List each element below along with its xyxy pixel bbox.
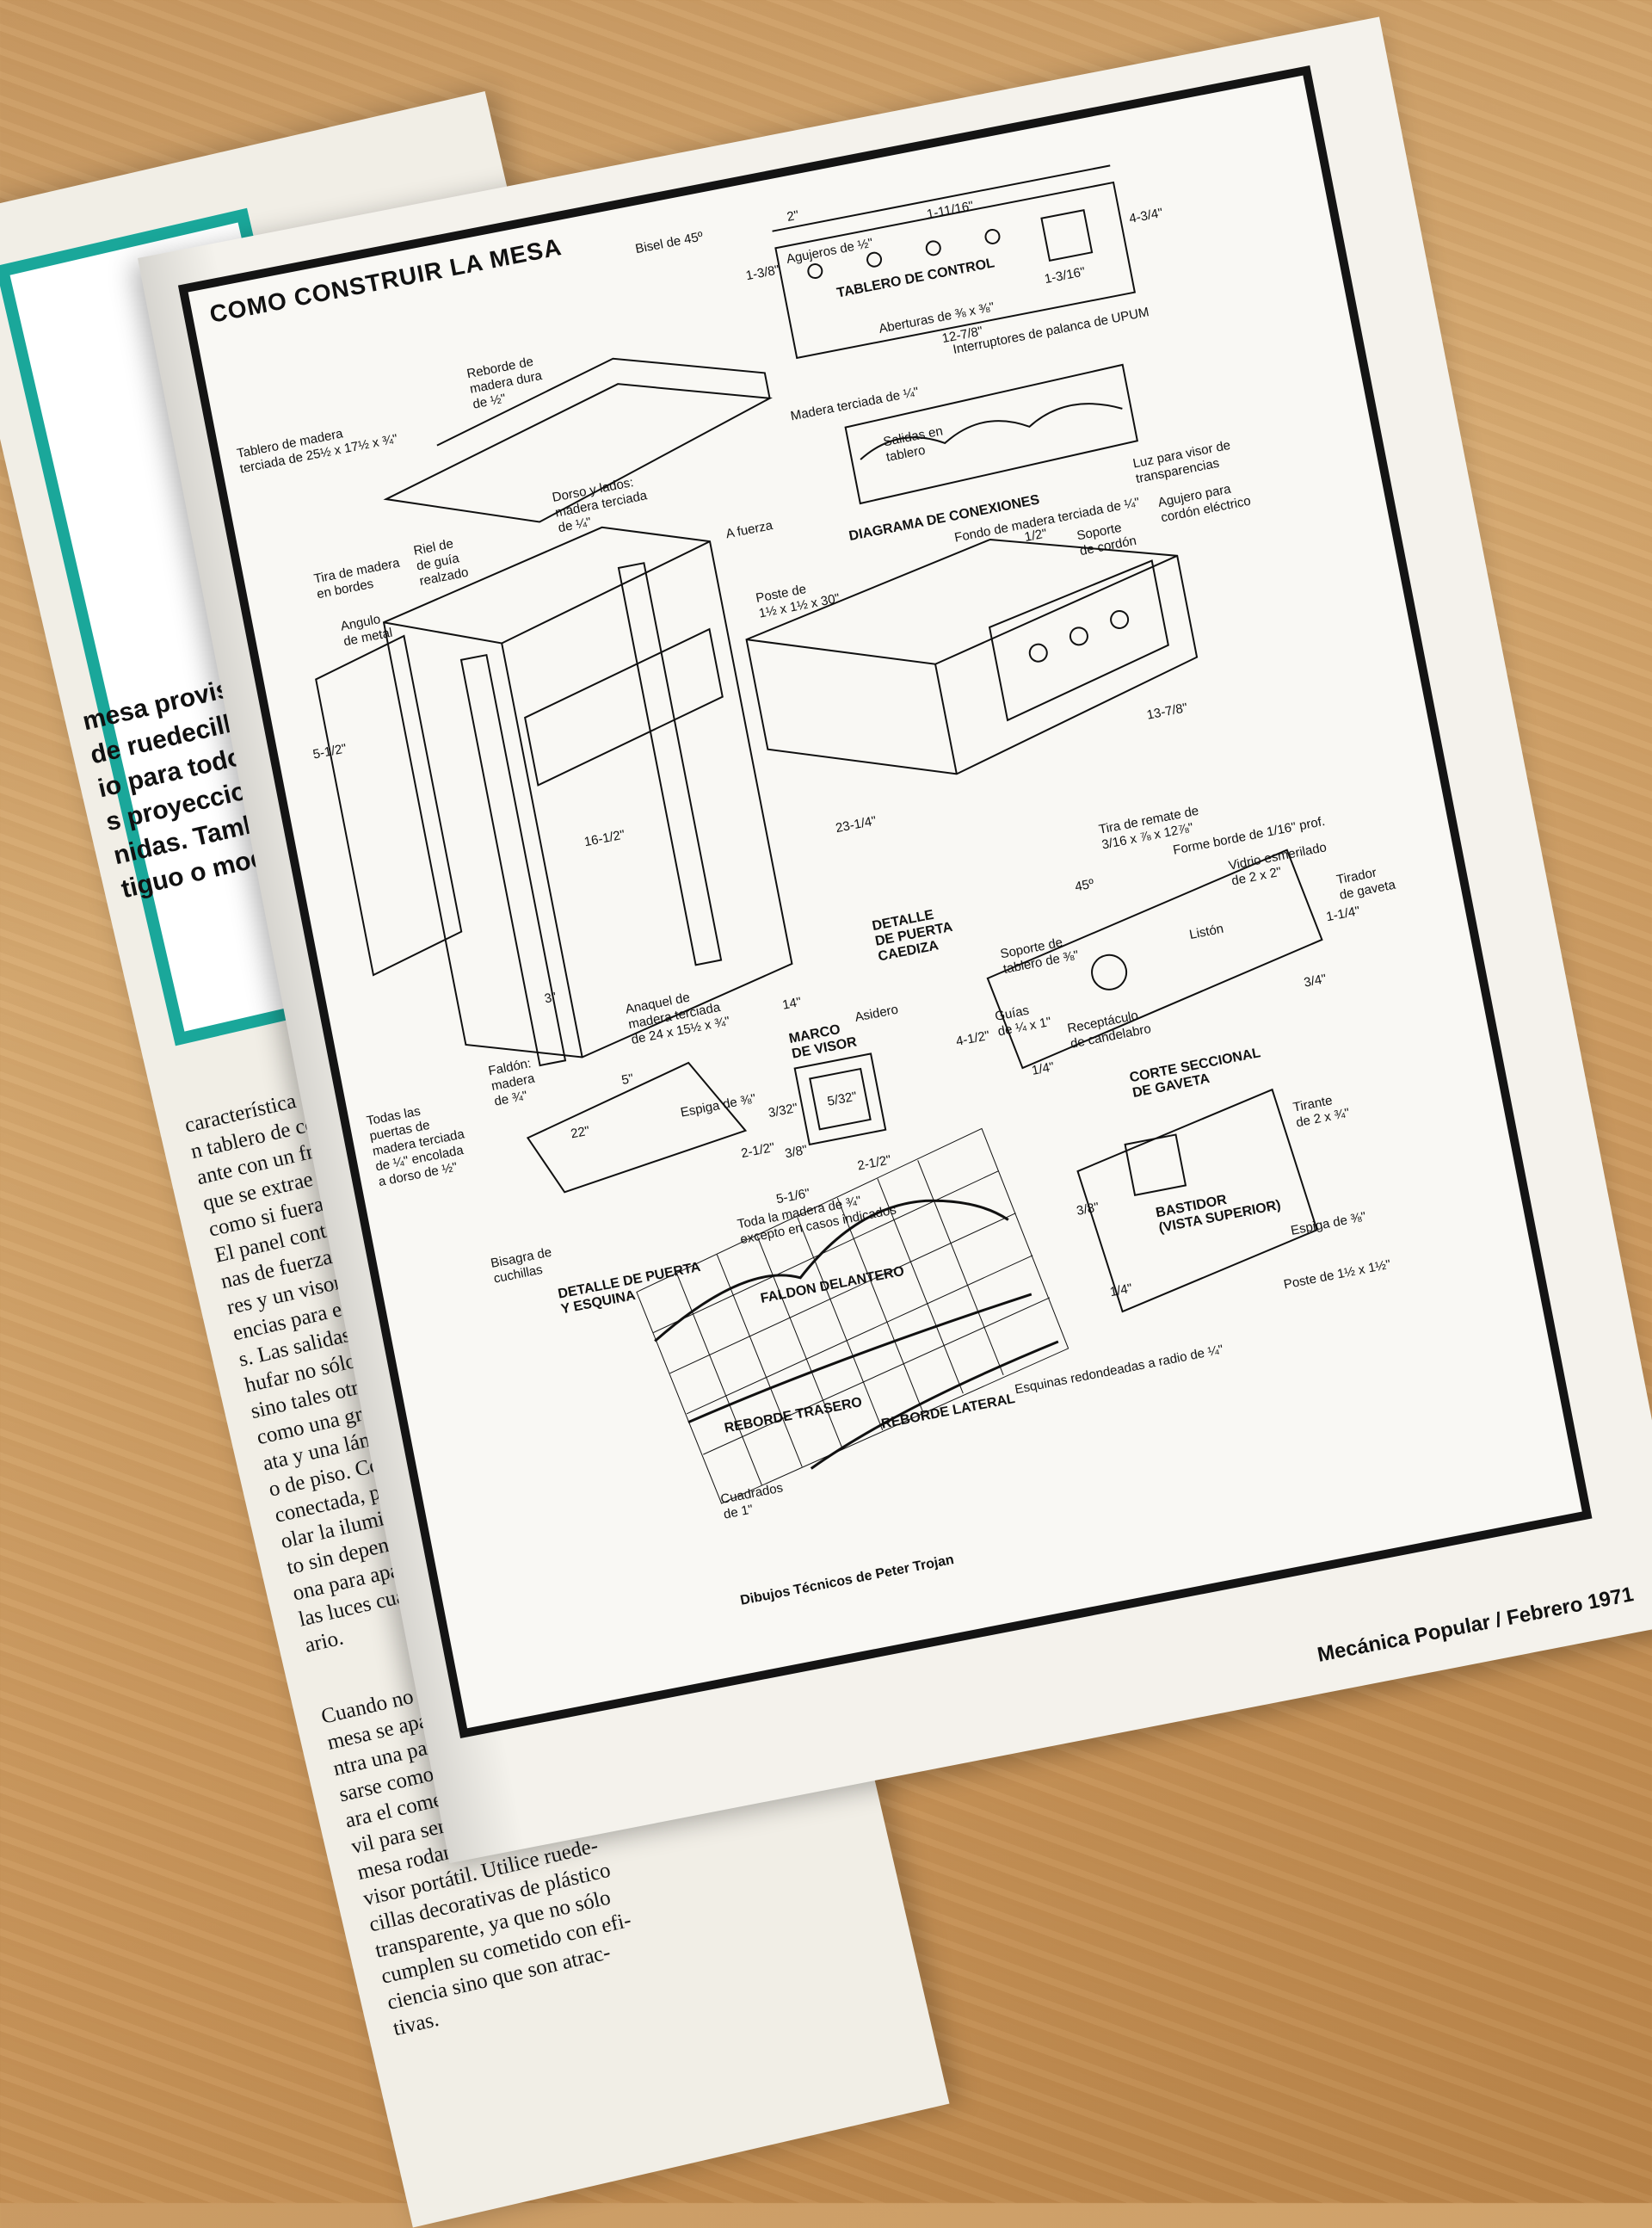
dimension-text: 5-1/2" [311, 741, 348, 762]
dimension-text: 1-11/16" [926, 199, 975, 222]
dimension-text: 4-3/4" [1128, 206, 1164, 226]
dimension-text: 1/2" [1023, 526, 1048, 545]
dimension-text: 5/32" [826, 1089, 858, 1109]
page-title: COMO CONSTRUIR LA MESA [207, 233, 564, 328]
wiring-diagram-drawing [844, 363, 1139, 505]
knob-drawing [1110, 609, 1130, 629]
right-magazine-page: COMO CONSTRUIR LA MESA Bisel de 45º Tabl… [138, 16, 1652, 1864]
drawer-drawing [745, 538, 1199, 775]
dimension-text: 13-7/8" [1145, 700, 1188, 723]
rear-rim-curve [687, 1293, 1032, 1424]
dimension-text: 3/8" [784, 1143, 809, 1162]
socket-drawing [1091, 954, 1128, 991]
post-drawing [459, 653, 567, 1067]
tray-rim-drawing [436, 357, 771, 447]
post-drawing [617, 562, 723, 966]
drawer-slot-drawing [524, 627, 724, 787]
dimension-text: 2-1/2" [856, 1152, 892, 1173]
dimension-line [772, 164, 1111, 232]
front-skirt-label: FALDON DELANTERO [759, 1264, 905, 1306]
handle-label: Asidero [854, 1003, 899, 1025]
side-rim-label: REBORDE LATERAL [880, 1392, 1016, 1432]
dimension-text: 22" [570, 1124, 591, 1142]
door-corner-detail [526, 1061, 748, 1194]
corners-note: Esquinas redondeadas a radio de ¼" [1014, 1342, 1224, 1398]
dimension-text: 14" [781, 995, 803, 1013]
dimension-text: 45º [1074, 876, 1096, 894]
hole-drawing [984, 228, 1001, 244]
dimension-text: 16-1/2" [583, 827, 626, 849]
drawer-section-drawing [986, 849, 1323, 1070]
drawing-credit: Dibujos Técnicos de Peter Trojan [739, 1552, 955, 1608]
rear-rim-label: REBORDE TRASERO [723, 1395, 863, 1436]
dimension-text: 5" [620, 1071, 635, 1088]
control-board-drawing [774, 181, 1137, 360]
wire-path [860, 403, 1123, 460]
dimension-text: 2" [786, 208, 800, 225]
dimension-text: 1-1/4" [1325, 904, 1361, 924]
pattern-grid [636, 1127, 1069, 1504]
side-rim-curve [810, 1340, 1059, 1470]
knob-drawing [1028, 643, 1048, 663]
drawer-panel-drawing [988, 559, 1169, 722]
drawing-frame: COMO CONSTRUIR LA MESA Bisel de 45º Tabl… [177, 65, 1593, 1739]
power-label: A fuerza [724, 518, 774, 541]
plywood-label: Madera terciada de ¼" [789, 385, 920, 424]
squares-label: de 1" [723, 1502, 755, 1521]
dimension-text: 1/4" [1031, 1059, 1056, 1078]
hole-drawing [866, 251, 883, 268]
viewer-frame-inner [809, 1067, 872, 1131]
dimension-text: 3" [543, 990, 558, 1006]
cabinet-drawing [382, 526, 793, 1058]
open-door-drawing [315, 634, 463, 977]
faldon-pattern-curve [654, 1199, 1009, 1342]
dimension-text: 3/4" [1303, 972, 1328, 991]
technical-drawing: COMO CONSTRUIR LA MESA Bisel de 45º Tabl… [207, 164, 1397, 1608]
dimension-text: 4-1/2" [955, 1028, 991, 1049]
control-board-label: TABLERO DE CONTROL [835, 256, 996, 300]
drawer-corner-edge [934, 663, 958, 775]
lath-label: Listón [1188, 922, 1225, 942]
dowel-label: Espiga de ⅜" [680, 1091, 757, 1120]
dimension-text: 23-1/4" [835, 813, 878, 836]
dimension-text: 1-3/16" [1043, 264, 1086, 287]
post-label-2: Poste de 1½ x 1½" [1283, 1257, 1392, 1293]
frame-top-view [1076, 1088, 1318, 1313]
viewer-frame-detail [793, 1052, 887, 1146]
dowel-label-2: Espiga de ⅜" [1290, 1209, 1367, 1238]
dimension-text: 3/8" [1076, 1200, 1100, 1219]
dimension-text: 2-1/2" [740, 1140, 776, 1161]
hole-drawing [925, 240, 941, 256]
viewer-window-drawing [1040, 208, 1094, 262]
hole-drawing [807, 263, 823, 280]
frame-joint [1124, 1133, 1187, 1197]
dimension-text: 1/4" [1108, 1281, 1133, 1300]
holes-label: Agujeros de ½" [786, 236, 874, 267]
knob-drawing [1069, 626, 1088, 646]
dimension-text: 3/32" [767, 1101, 798, 1120]
bevel-label: Bisel de 45º [634, 229, 705, 256]
cabinet-front-edge [501, 643, 583, 1058]
dimension-text: 1-3/8" [744, 262, 780, 283]
